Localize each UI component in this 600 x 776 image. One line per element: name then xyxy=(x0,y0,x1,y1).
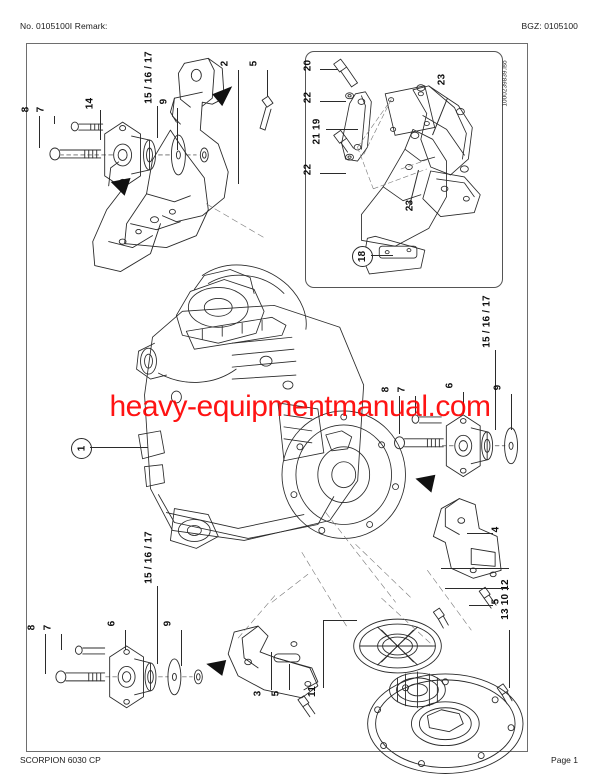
leader-top-left-7 xyxy=(54,116,55,124)
callout-engine-1: 1 xyxy=(71,438,92,459)
label-bottom-left-9: 9 xyxy=(162,620,174,627)
leader-mid-right-8 xyxy=(399,396,400,434)
leader-bottom-left-11 xyxy=(323,620,324,688)
inset-leader-18 xyxy=(371,255,393,256)
label-bottom-left-5: 5 xyxy=(270,690,282,697)
label-engine-1: 1 xyxy=(76,445,87,452)
leader-10 xyxy=(445,588,509,589)
leader-top-left-2 xyxy=(238,70,239,184)
label-mid-right-151617: 15 / 16 / 17 xyxy=(481,295,493,348)
inset-label-21-19: 21 19 xyxy=(311,118,323,145)
inset-leader-21-19 xyxy=(326,129,358,130)
inset-label-22-top: 22 xyxy=(302,91,314,104)
label-bottom-left-3: 3 xyxy=(252,690,264,697)
leader-engine-1 xyxy=(90,447,148,448)
leader-bottom-left-5 xyxy=(289,664,290,690)
label-bottom-left-6: 6 xyxy=(106,620,118,627)
label-top-left-151617: 15 / 16 / 17 xyxy=(143,51,155,104)
footer-page-number: Page 1 xyxy=(551,755,578,765)
leader-mid-right-5 xyxy=(469,605,493,606)
leader-bottom-left-9 xyxy=(181,630,182,666)
leader-bottom-left-3 xyxy=(271,652,272,690)
leader-bottom-left-8 xyxy=(45,634,46,674)
inset-callout-18: 18 xyxy=(352,246,373,267)
leader-bottom-left-11-h xyxy=(323,620,357,621)
label-top-left-9: 9 xyxy=(158,98,170,105)
label-mid-right-7: 7 xyxy=(396,386,408,393)
inset-artwork xyxy=(306,52,502,287)
inset-label-18: 18 xyxy=(357,250,368,263)
label-mid-right-6: 6 xyxy=(444,382,456,389)
header-bgz-number: BGZ: 0105100 xyxy=(521,21,578,31)
label-top-left-14: 14 xyxy=(84,97,96,110)
label-top-left-2: 2 xyxy=(219,60,231,67)
leader-mid-right-9 xyxy=(511,394,512,430)
leader-bottom-left-7 xyxy=(61,634,62,650)
leader-top-left-9 xyxy=(177,108,178,150)
footer-model: SCORPION 6030 CP xyxy=(20,755,101,765)
leader-mid-right-151617 xyxy=(495,350,496,430)
inset-detail-panel: 20 22 21 19 22 23 23 18 1000239839.iso xyxy=(302,51,509,288)
leader-12 xyxy=(509,630,510,688)
inset-leader-22-top xyxy=(320,101,346,102)
label-bottom-right-131012: 13 10 12 xyxy=(499,579,511,620)
leader-mid-right-4 xyxy=(467,533,493,534)
inset-leader-22-bottom xyxy=(320,173,346,174)
leader-bottom-left-6 xyxy=(125,630,126,650)
header-part-number: No. 0105100I Remark: xyxy=(20,21,108,31)
leader-top-left-8 xyxy=(39,116,40,148)
leader-top-left-14 xyxy=(100,110,101,140)
leader-mid-right-6 xyxy=(463,392,464,414)
leader-13 xyxy=(441,568,509,569)
inset-drawing-code: 1000239839.iso xyxy=(501,60,509,107)
leader-bottom-left-151617 xyxy=(157,586,158,664)
label-top-left-5: 5 xyxy=(248,60,260,67)
label-mid-right-8: 8 xyxy=(380,386,392,393)
label-mid-right-4: 4 xyxy=(490,526,502,533)
inset-label-20: 20 xyxy=(302,59,314,72)
label-bottom-left-7: 7 xyxy=(42,624,54,631)
leader-top-left-151617 xyxy=(157,106,158,138)
leader-mid-right-7 xyxy=(415,396,416,414)
inset-label-23-top: 23 xyxy=(436,73,448,86)
label-top-left-7: 7 xyxy=(35,106,47,113)
inset-leader-23-top xyxy=(432,97,448,136)
inset-label-22-bottom: 22 xyxy=(302,163,314,176)
label-mid-right-9: 9 xyxy=(492,384,504,391)
diagram-frame: 8 7 14 15 / 16 / 17 9 2 5 xyxy=(20,43,528,752)
label-top-left-8: 8 xyxy=(20,106,32,113)
leader-top-left-5 xyxy=(267,70,268,96)
label-bottom-left-11: 11 xyxy=(306,686,318,697)
label-bottom-left-8: 8 xyxy=(26,624,38,631)
label-bottom-left-151617: 15 / 16 / 17 xyxy=(143,531,155,584)
inset-leader-20 xyxy=(320,69,338,70)
